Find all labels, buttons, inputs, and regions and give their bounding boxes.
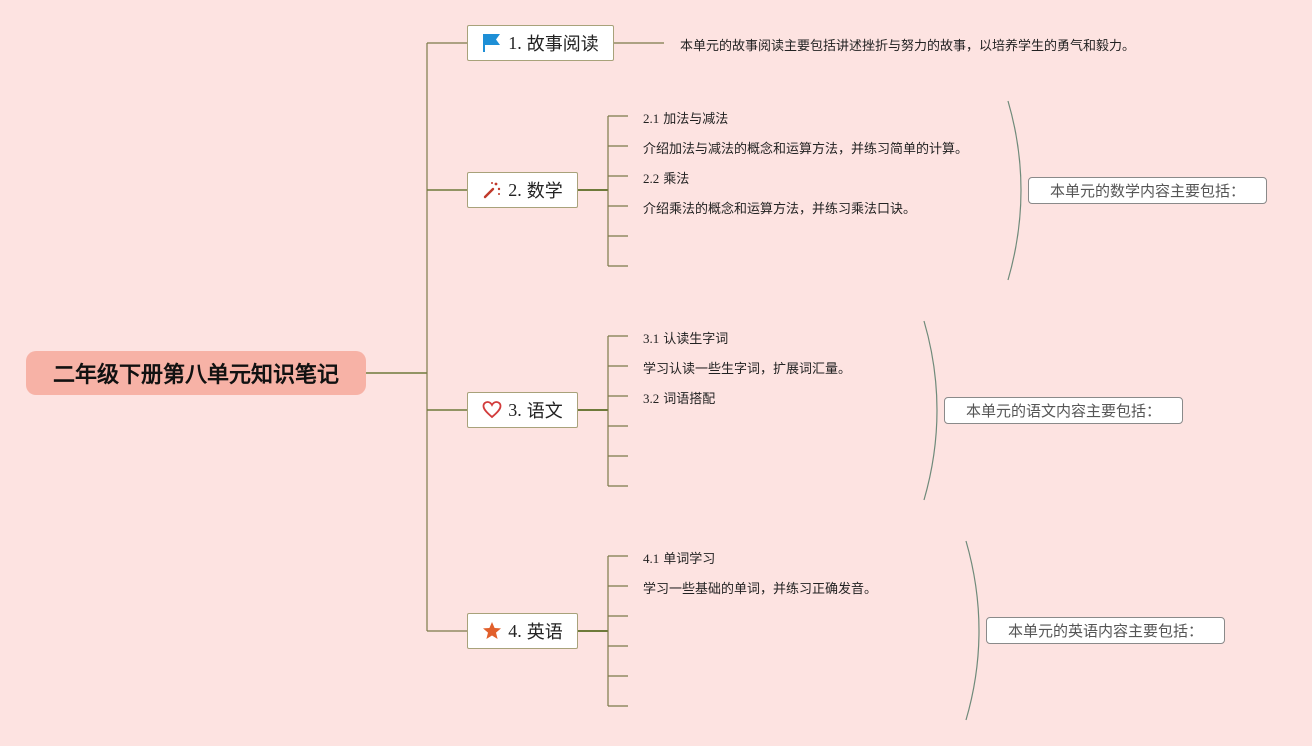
branch-math[interactable]: 2. 数学 <box>467 172 578 208</box>
branch-number: 3. <box>508 399 522 420</box>
summary-box-english[interactable]: 本单元的英语内容主要包括： <box>986 617 1225 644</box>
branch-chinese[interactable]: 3. 语文 <box>467 392 578 428</box>
list-item[interactable]: 学习认读一些生字词，扩展词汇量。 <box>643 362 852 377</box>
summary-box-math[interactable]: 本单元的数学内容主要包括： <box>1028 177 1267 204</box>
branch-label: 数学 <box>526 181 563 201</box>
branch-label: 故事阅读 <box>526 34 599 54</box>
list-item[interactable]: 介绍乘法的概念和运算方法，并练习乘法口诀。 <box>643 202 917 217</box>
branch-label: 语文 <box>526 401 563 421</box>
magic-wand-icon <box>482 180 502 200</box>
star-icon <box>482 621 502 641</box>
branch-story-reading[interactable]: 1. 故事阅读 <box>467 25 614 61</box>
branch-label: 英语 <box>526 622 563 642</box>
heart-icon <box>482 400 502 420</box>
branch-description: 本单元的故事阅读主要包括讲述挫折与努力的故事，以培养学生的勇气和毅力。 <box>680 39 1136 54</box>
list-item[interactable]: 学习一些基础的单词，并练习正确发音。 <box>643 582 878 597</box>
branch-number: 1. <box>508 32 522 53</box>
branch-number: 2. <box>508 179 522 200</box>
flag-icon <box>482 33 502 53</box>
branch-number: 4. <box>508 620 522 641</box>
branch-english[interactable]: 4. 英语 <box>467 613 578 649</box>
summary-box-chinese[interactable]: 本单元的语文内容主要包括： <box>944 397 1183 424</box>
list-item[interactable]: 介绍加法与减法的概念和运算方法，并练习简单的计算。 <box>643 142 969 157</box>
root-topic[interactable]: 二年级下册第八单元知识笔记 <box>26 351 366 395</box>
root-title: 二年级下册第八单元知识笔记 <box>52 363 339 388</box>
